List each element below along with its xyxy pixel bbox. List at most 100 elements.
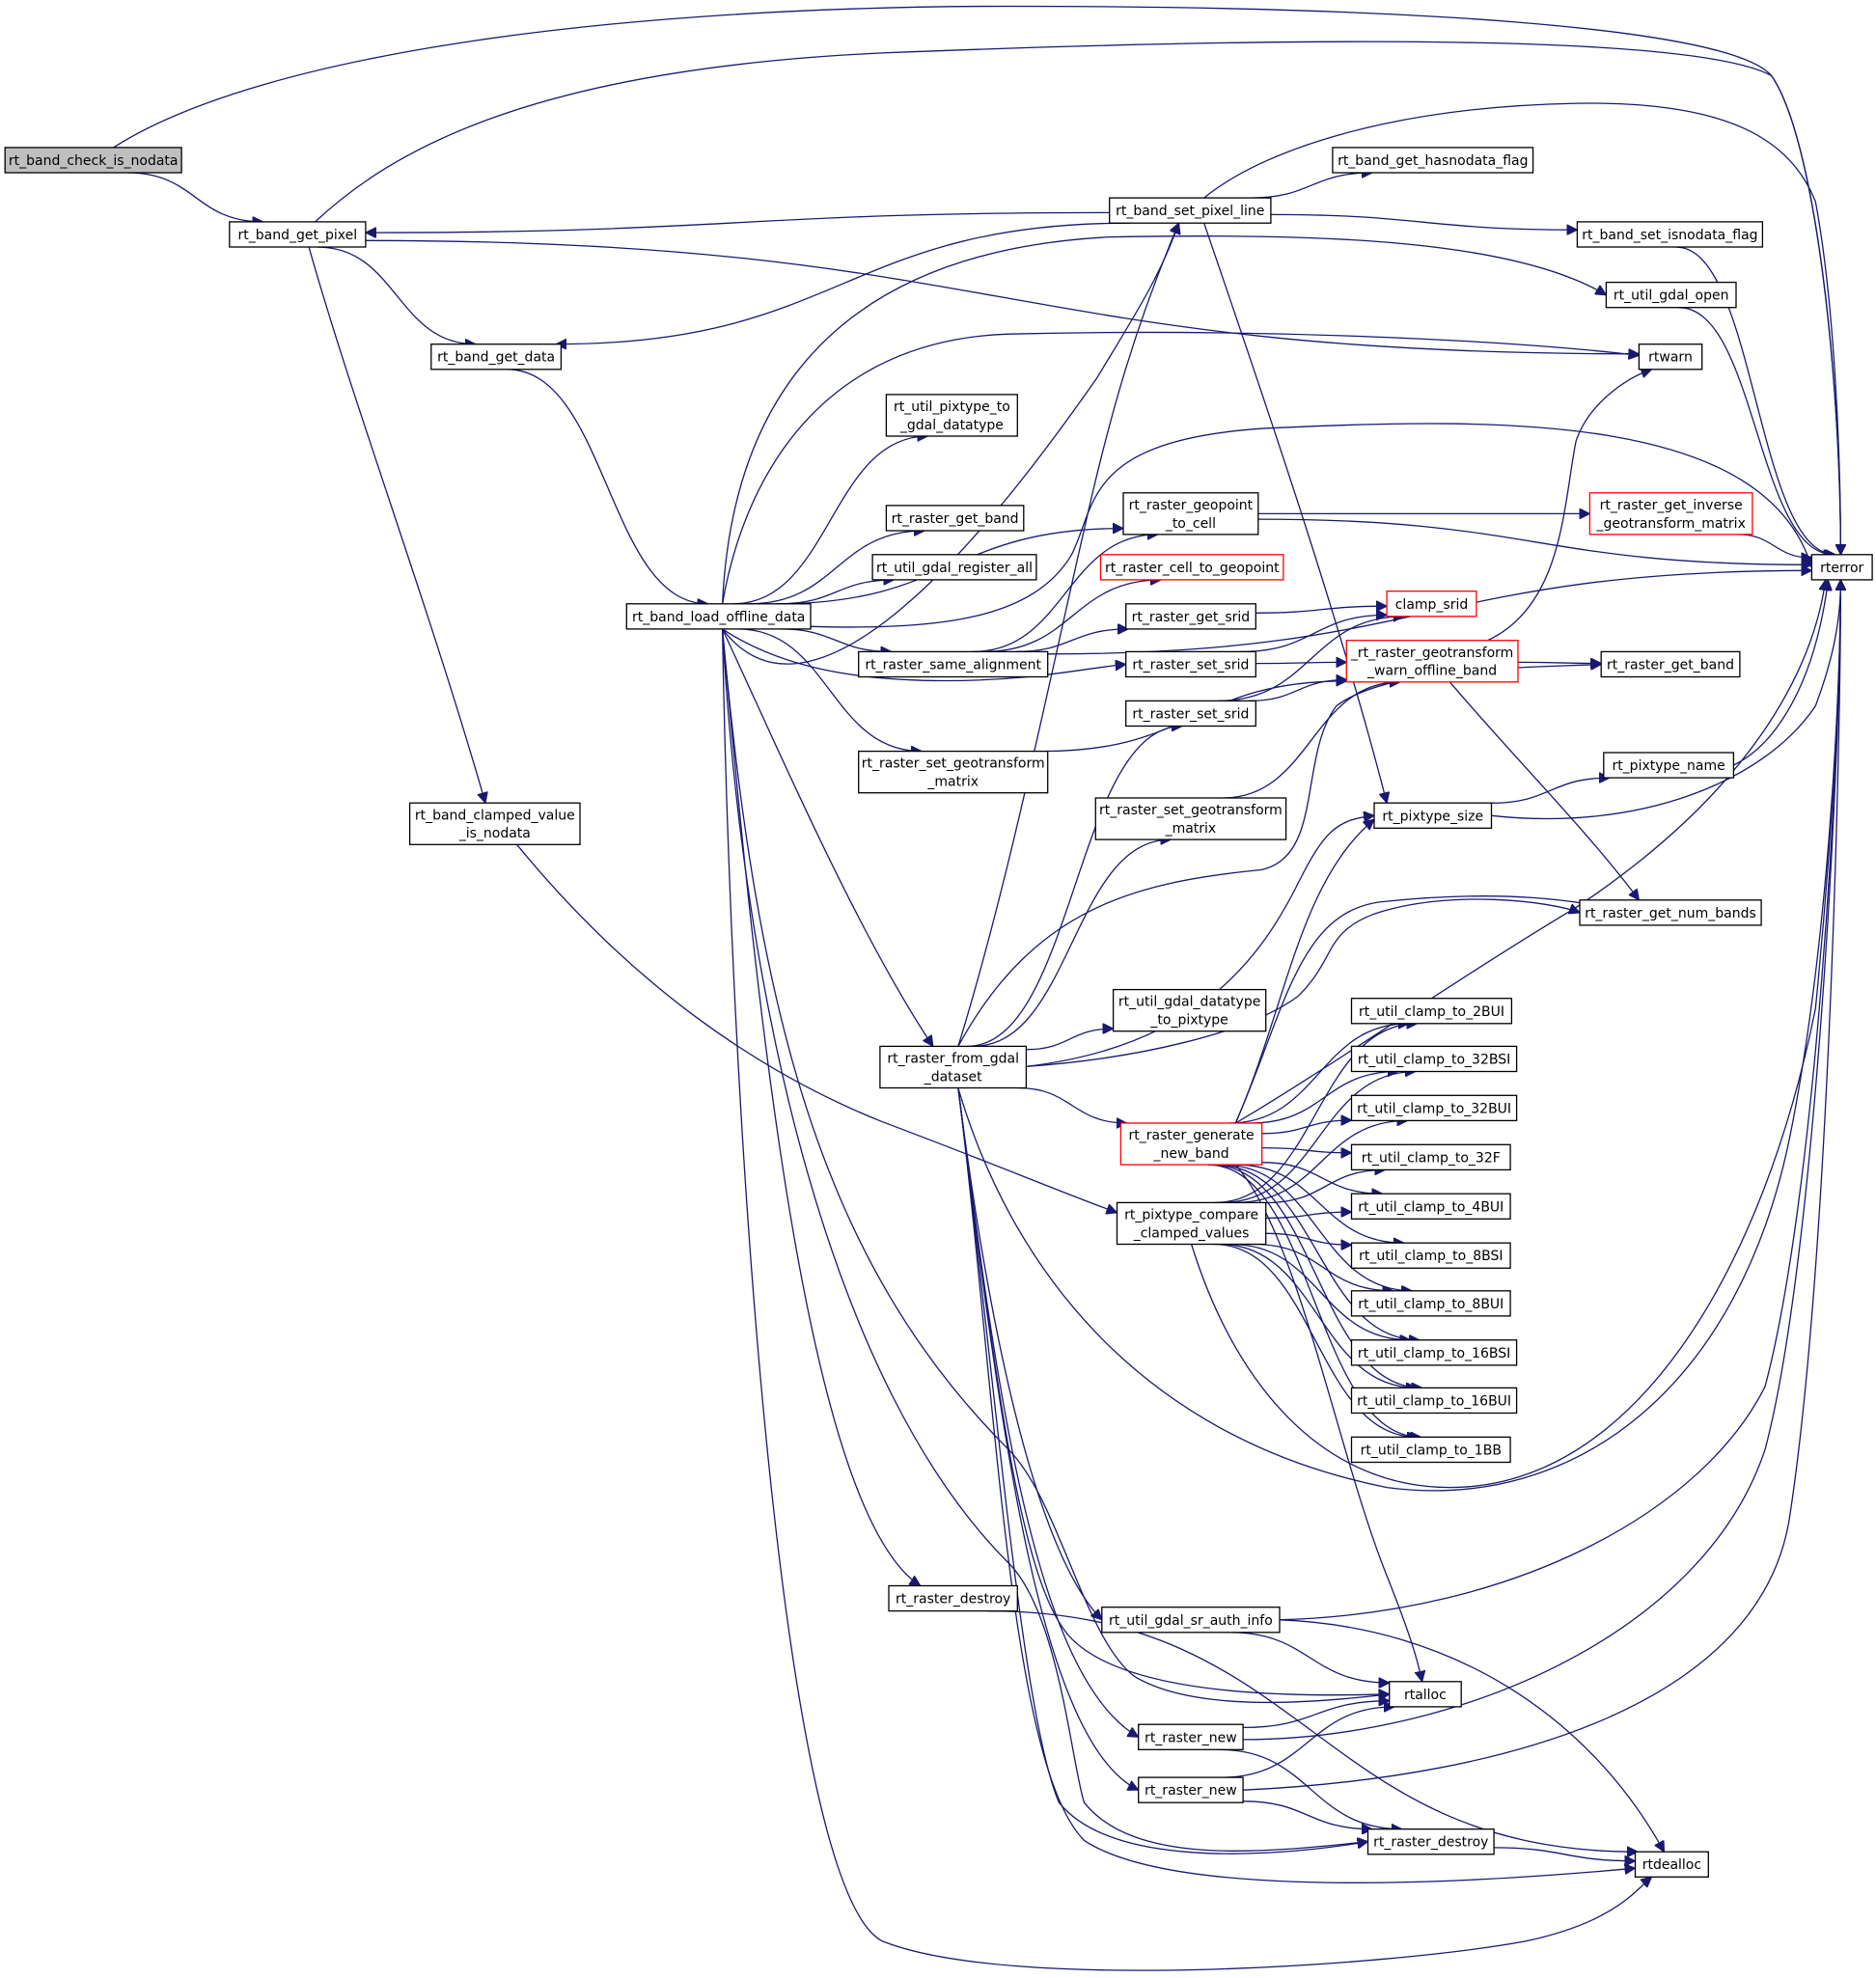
node-label: _to_cell xyxy=(1165,516,1216,532)
node-raster-new1[interactable]: rt_raster_new xyxy=(1138,1723,1244,1750)
node-rtwarn[interactable]: rtwarn xyxy=(1638,343,1703,371)
node-rterror[interactable]: rterror xyxy=(1810,554,1873,581)
node-label: rt_band_set_isnodata_flag xyxy=(1582,228,1757,243)
node-label: _geotransform_matrix xyxy=(1596,516,1746,532)
node-box xyxy=(1350,1436,1511,1464)
edge-load_offline-to-from_gdal xyxy=(722,628,933,1047)
node-clamp-srid[interactable]: clamp_srid xyxy=(1386,591,1477,618)
node-set-geotransform1[interactable]: rt_raster_set_geotransform_matrix xyxy=(858,750,1049,794)
node-label: rt_raster_generate xyxy=(1129,1128,1255,1143)
edge-from_gdal-to-set_geotransform2 xyxy=(973,839,1171,1048)
node-label: _is_nodata xyxy=(458,826,531,841)
node-set-geotransform2[interactable]: rt_raster_set_geotransform_matrix xyxy=(1094,797,1287,840)
edge-from_gdal-to-generate_band xyxy=(1017,1086,1127,1124)
node-gdal-to-pixtype[interactable]: rt_util_gdal_datatype_to_pixtype xyxy=(1112,988,1267,1032)
node-set-pixel-line[interactable]: rt_band_set_pixel_line xyxy=(1109,197,1272,224)
node-clamped-nodata[interactable]: rt_band_clamped_value_is_nodata xyxy=(408,802,581,845)
node-c8bsi[interactable]: rt_util_clamp_to_8BSI xyxy=(1350,1242,1511,1269)
node-label: rt_raster_get_inverse xyxy=(1600,498,1743,513)
node-label: rt_util_gdal_datatype xyxy=(1118,995,1260,1010)
node-label: rt_raster_get_num_bands xyxy=(1585,906,1756,921)
node-geopoint-to-cell[interactable]: rt_raster_geopoint _to_cell xyxy=(1122,492,1259,536)
edge-pixtype_name-to-rterror xyxy=(1733,580,1828,766)
edge-get_data-to-load_offline xyxy=(507,369,707,604)
node-get-srid[interactable]: rt_raster_get_srid xyxy=(1125,603,1256,630)
node-get-pixel[interactable]: rt_band_get_pixel xyxy=(229,221,367,248)
node-rtalloc[interactable]: rtalloc xyxy=(1389,1681,1462,1708)
node-label: rt_raster_get_band xyxy=(1607,658,1734,673)
node-box xyxy=(1634,1851,1709,1878)
node-pixtype-to-gdal[interactable]: rt_util_pixtype_to_gdal_datatype xyxy=(885,394,1018,437)
edge-set_pixel_line-to-get_data xyxy=(556,222,1131,344)
node-c32f[interactable]: rt_util_clamp_to_32F xyxy=(1350,1143,1511,1171)
node-destroy1[interactable]: rt_raster_destroy xyxy=(888,1584,1018,1612)
node-label: rt_util_clamp_to_16BSI xyxy=(1358,1346,1510,1361)
node-set-srid1[interactable]: rt_raster_set_srid xyxy=(1125,650,1256,678)
node-label: rt_pixtype_name xyxy=(1612,758,1724,774)
node-label: rt_raster_geopoint xyxy=(1129,498,1254,513)
node-c2bui[interactable]: rt_util_clamp_to_2BUI xyxy=(1350,998,1513,1025)
edge-check-to-get_pixel xyxy=(127,172,263,222)
edge-pixtype_size-to-pixtype_name xyxy=(1491,778,1611,804)
node-gdal-open[interactable]: rt_util_gdal_open xyxy=(1605,281,1737,309)
node-rtdealloc[interactable]: rtdealloc xyxy=(1634,1851,1709,1878)
node-c16bui[interactable]: rt_util_clamp_to_16BUI xyxy=(1350,1387,1518,1415)
node-label: rt_util_clamp_to_8BUI xyxy=(1358,1297,1504,1312)
node-label: rt_raster_set_srid xyxy=(1132,707,1249,723)
node-set-isnodata[interactable]: rt_band_set_isnodata_flag xyxy=(1576,221,1764,248)
node-cell-to-geopoint[interactable]: rt_raster_cell_to_geopoint xyxy=(1099,554,1284,581)
edge-destroy2-to-rtdealloc xyxy=(1494,1847,1635,1861)
edge-compare_clamped-to-c32f xyxy=(1265,1169,1386,1204)
node-box xyxy=(1125,650,1256,678)
edge-compare_clamped-to-c1bb xyxy=(1213,1243,1418,1438)
node-label: rt_raster_destroy xyxy=(1373,1835,1488,1851)
node-box xyxy=(1366,1828,1495,1855)
node-box xyxy=(1350,1094,1518,1122)
edge-generate_band-to-c2bui xyxy=(1228,1024,1409,1124)
edge-generate_band-to-rterror xyxy=(1234,580,1825,1124)
node-gdal-register[interactable]: rt_util_gdal_register_all xyxy=(871,554,1037,581)
node-label: rt_raster_set_geotransform xyxy=(862,756,1045,772)
node-c4bui[interactable]: rt_util_clamp_to_4BUI xyxy=(1350,1193,1511,1220)
node-c32bsi[interactable]: rt_util_clamp_to_32BSI xyxy=(1350,1045,1518,1073)
node-label: rt_util_clamp_to_8BSI xyxy=(1359,1249,1503,1264)
node-c32bui[interactable]: rt_util_clamp_to_32BUI xyxy=(1350,1094,1518,1122)
edge-geopoint_to_cell-to-rterror xyxy=(1257,518,1812,564)
node-from-gdal[interactable]: rt_raster_from_gdal_dataset xyxy=(879,1045,1028,1089)
node-get-hasnodata[interactable]: rt_band_get_hasnodata_flag xyxy=(1332,147,1534,174)
edge-set_pixel_line-to-rterror xyxy=(1203,102,1841,555)
edge-compare_clamped-to-c32bsi xyxy=(1222,1072,1415,1204)
node-pixtype-name[interactable]: rt_pixtype_name xyxy=(1603,752,1735,779)
node-generate-band[interactable]: rt_raster_generate_new_band xyxy=(1119,1122,1263,1166)
node-same-alignment[interactable]: rt_raster_same_alignment xyxy=(858,650,1049,678)
node-get-band2[interactable]: rt_raster_get_band xyxy=(1600,650,1741,678)
node-load-offline[interactable]: rt_band_load_offline_data xyxy=(625,603,812,630)
node-label: _gdal_datatype xyxy=(899,418,1004,433)
node-get-data[interactable]: rt_band_get_data xyxy=(430,343,563,371)
node-get-band1[interactable]: rt_raster_get_band xyxy=(885,505,1025,532)
edge-compare_clamped-to-c8bsi xyxy=(1265,1232,1352,1245)
edge-generate_band-to-c16bsi xyxy=(1215,1164,1420,1340)
node-warn-offline[interactable]: _rt_raster_geotransform_warn_offline_ban… xyxy=(1345,640,1519,683)
node-box xyxy=(1350,1143,1511,1171)
node-destroy2[interactable]: rt_raster_destroy xyxy=(1366,1828,1495,1855)
node-label: rt_band_load_offline_data xyxy=(632,610,805,625)
node-num-bands[interactable]: rt_raster_get_num_bands xyxy=(1579,899,1762,926)
node-raster-new2[interactable]: rt_raster_new xyxy=(1138,1776,1244,1803)
node-c1bb[interactable]: rt_util_clamp_to_1BB xyxy=(1350,1436,1511,1464)
node-box xyxy=(1138,1723,1244,1750)
edge-get_pixel-to-rterror xyxy=(315,41,1841,555)
node-pixtype-size[interactable]: rt_pixtype_size xyxy=(1373,802,1493,829)
node-label: rt_util_clamp_to_32BSI xyxy=(1358,1052,1510,1067)
node-label: rtwarn xyxy=(1648,350,1693,366)
node-check[interactable]: rt_band_check_is_nodata xyxy=(4,147,182,174)
node-sr-auth[interactable]: rt_util_gdal_sr_auth_info xyxy=(1101,1607,1281,1634)
edge-from_gdal-to-num_bands xyxy=(1026,898,1581,1067)
edge-generate_band-to-pixtype_size xyxy=(1234,819,1374,1124)
node-compare-clamped[interactable]: rt_pixtype_compare_clamped_values xyxy=(1116,1201,1267,1246)
node-inverse-geo[interactable]: rt_raster_get_inverse _geotransform_matri… xyxy=(1588,492,1753,536)
node-c16bsi[interactable]: rt_util_clamp_to_16BSI xyxy=(1350,1339,1518,1366)
edge-generate_band-to-c1bb xyxy=(1207,1164,1421,1437)
node-set-srid2[interactable]: rt_raster_set_srid xyxy=(1125,700,1256,728)
node-c8bui[interactable]: rt_util_clamp_to_8BUI xyxy=(1350,1290,1511,1317)
